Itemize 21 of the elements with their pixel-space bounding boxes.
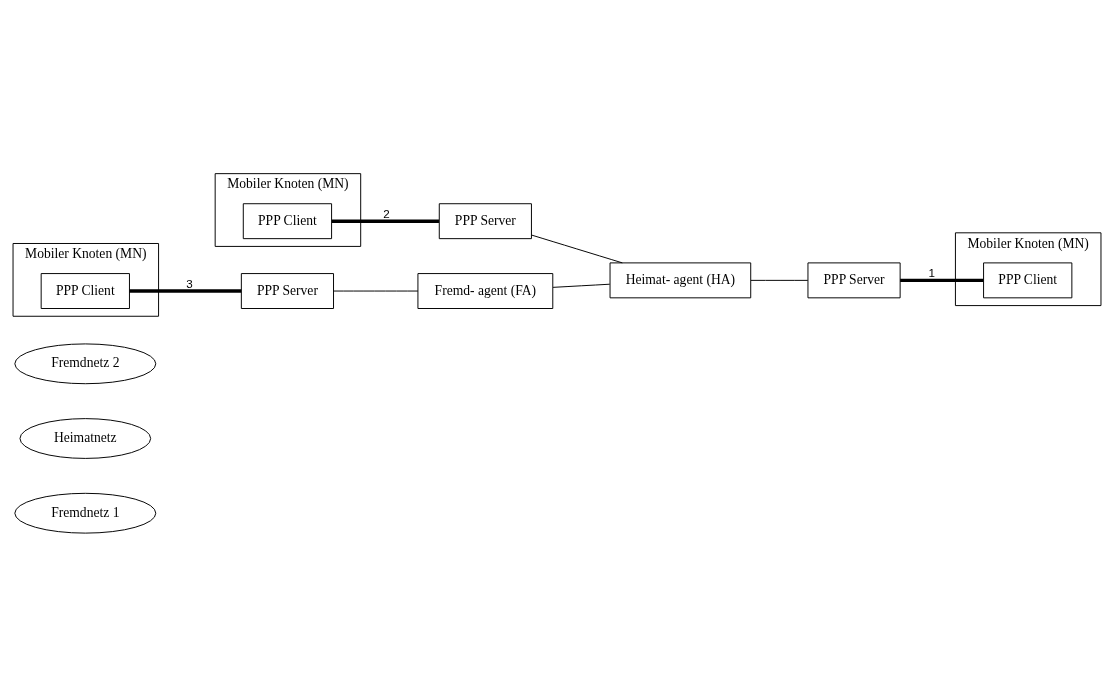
connector bbox=[552, 283, 611, 288]
node-box: PPP Server bbox=[240, 272, 334, 309]
node-ellipse: Fremdnetz 2 bbox=[14, 342, 157, 384]
connector bbox=[900, 278, 984, 282]
edge-label: 3 bbox=[186, 276, 193, 290]
node-ellipse: Heimatnetz bbox=[19, 417, 152, 459]
node-box: PPP Client bbox=[40, 272, 130, 309]
node-box: PPP Client bbox=[242, 202, 333, 239]
node-box: Fremd- agent (FA) bbox=[417, 272, 554, 309]
node-box: PPP Client bbox=[983, 261, 1073, 298]
connector bbox=[531, 234, 623, 263]
node-box: PPP Server bbox=[807, 261, 901, 298]
connector bbox=[750, 279, 809, 281]
node-box: PPP Server bbox=[438, 202, 532, 239]
edge-label: 1 bbox=[928, 265, 935, 279]
connector bbox=[129, 288, 242, 293]
connector bbox=[331, 219, 439, 223]
node-box: Heimat- agent (HA) bbox=[609, 261, 752, 298]
connector bbox=[333, 290, 419, 292]
node-ellipse: Fremdnetz 1 bbox=[14, 492, 157, 534]
edge-label: 2 bbox=[383, 206, 390, 220]
